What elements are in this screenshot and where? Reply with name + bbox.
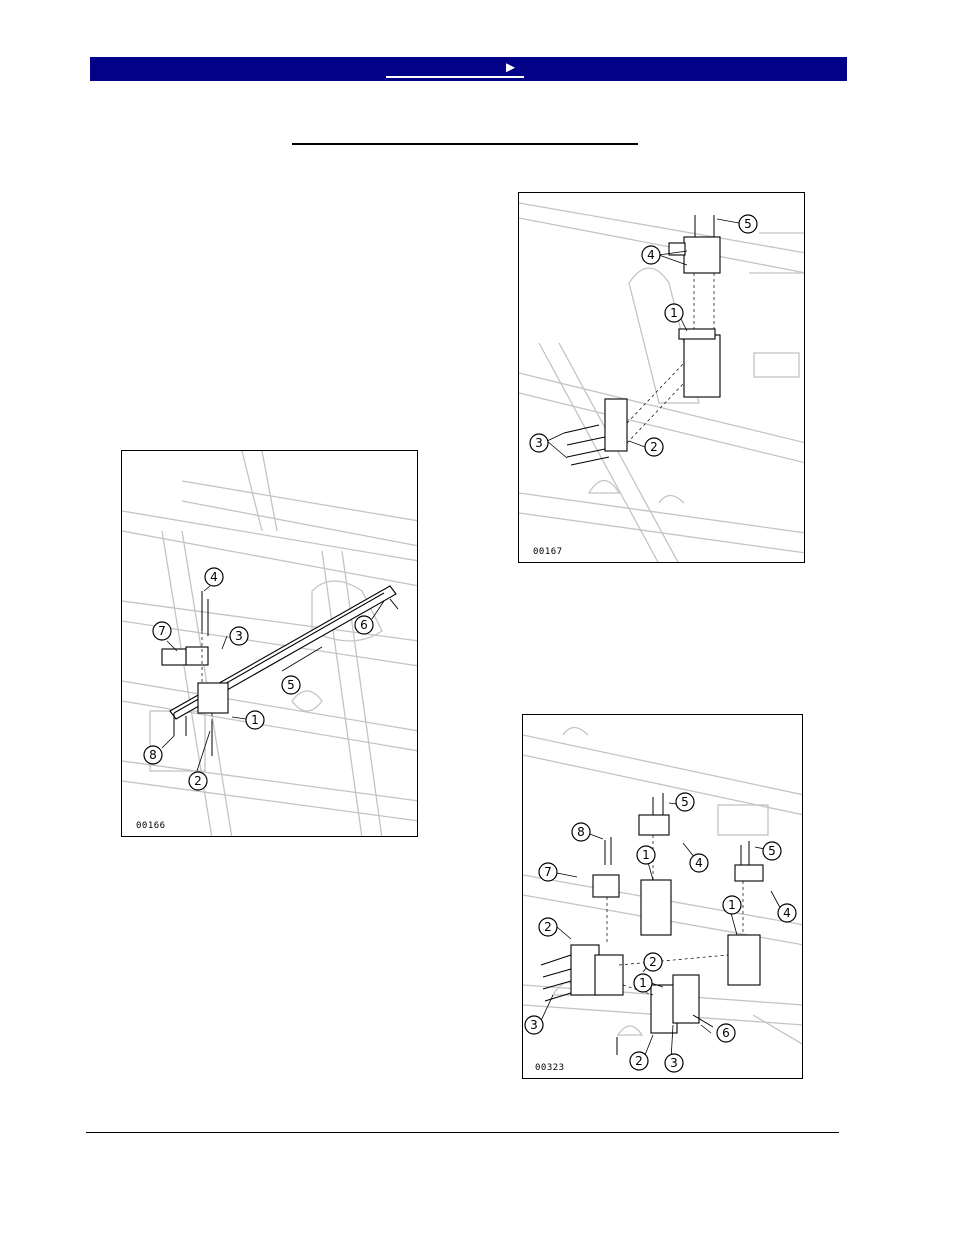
figure-id: 00166 [136, 821, 166, 831]
figure-00166-drawing: 1 2 3 4 5 6 7 8 [122, 451, 417, 836]
svg-text:6: 6 [360, 618, 368, 632]
callout-7: 7 [152, 621, 172, 641]
callout-3: 3 [229, 626, 249, 646]
svg-text:4: 4 [210, 570, 218, 584]
svg-text:8: 8 [577, 825, 585, 839]
svg-text:1: 1 [642, 848, 650, 862]
callout-1: 1 [245, 710, 265, 730]
callout-1: 1 [722, 895, 742, 915]
callout-6: 6 [716, 1023, 736, 1043]
figure-id: 00323 [535, 1063, 565, 1073]
callout-7: 7 [538, 862, 558, 882]
callout-5: 5 [281, 675, 301, 695]
figure-00166: 1 2 3 4 5 6 7 8 00166 [121, 450, 418, 837]
callout-5: 5 [738, 214, 758, 234]
svg-text:8: 8 [149, 748, 157, 762]
figure-id: 00167 [533, 547, 563, 557]
callout-3: 3 [524, 1015, 544, 1035]
svg-text:1: 1 [670, 306, 678, 320]
callout-5: 5 [675, 792, 695, 812]
svg-text:3: 3 [235, 629, 243, 643]
figure-00323: 1 1 1 2 2 2 3 3 4 4 5 5 6 7 8 00323 [522, 714, 803, 1079]
callout-6: 6 [354, 615, 374, 635]
svg-text:3: 3 [535, 436, 543, 450]
svg-text:2: 2 [649, 955, 657, 969]
footer-rule [86, 1132, 839, 1133]
svg-text:2: 2 [635, 1054, 643, 1068]
svg-text:4: 4 [783, 906, 791, 920]
callout-3: 3 [664, 1053, 684, 1073]
svg-text:1: 1 [639, 976, 647, 990]
svg-text:4: 4 [647, 248, 655, 262]
svg-text:2: 2 [194, 774, 202, 788]
callout-5: 5 [762, 841, 782, 861]
callout-1: 1 [636, 845, 656, 865]
callout-3: 3 [529, 433, 549, 453]
section-title-underline [292, 143, 638, 145]
svg-text:1: 1 [251, 713, 259, 727]
callout-1: 1 [633, 973, 653, 993]
svg-text:1: 1 [728, 898, 736, 912]
svg-text:3: 3 [670, 1056, 678, 1070]
svg-text:2: 2 [650, 440, 658, 454]
svg-text:5: 5 [287, 678, 295, 692]
svg-text:5: 5 [744, 217, 752, 231]
svg-text:6: 6 [722, 1026, 730, 1040]
figure-00167: 1 2 3 4 5 00167 [518, 192, 805, 563]
callout-2: 2 [188, 771, 208, 791]
figure-00323-drawing: 1 1 1 2 2 2 3 3 4 4 5 5 6 7 8 [523, 726, 802, 1073]
callout-8: 8 [571, 822, 591, 842]
callout-2: 2 [629, 1051, 649, 1071]
figure-00167-drawing: 1 2 3 4 5 [519, 202, 804, 562]
callout-1: 1 [664, 303, 684, 323]
svg-text:5: 5 [768, 844, 776, 858]
svg-text:3: 3 [530, 1018, 538, 1032]
callout-4: 4 [641, 245, 661, 265]
callout-4: 4 [777, 903, 797, 923]
callout-4: 4 [689, 853, 709, 873]
svg-text:7: 7 [158, 624, 166, 638]
next-page-link[interactable]: ► [386, 58, 524, 78]
svg-text:7: 7 [544, 865, 552, 879]
svg-text:5: 5 [681, 795, 689, 809]
callout-4: 4 [204, 567, 224, 587]
callout-8: 8 [143, 745, 163, 765]
svg-text:4: 4 [695, 856, 703, 870]
next-arrow-icon: ► [503, 59, 518, 76]
callout-2: 2 [643, 952, 663, 972]
callout-2: 2 [538, 917, 558, 937]
svg-text:2: 2 [544, 920, 552, 934]
callout-2: 2 [644, 437, 664, 457]
